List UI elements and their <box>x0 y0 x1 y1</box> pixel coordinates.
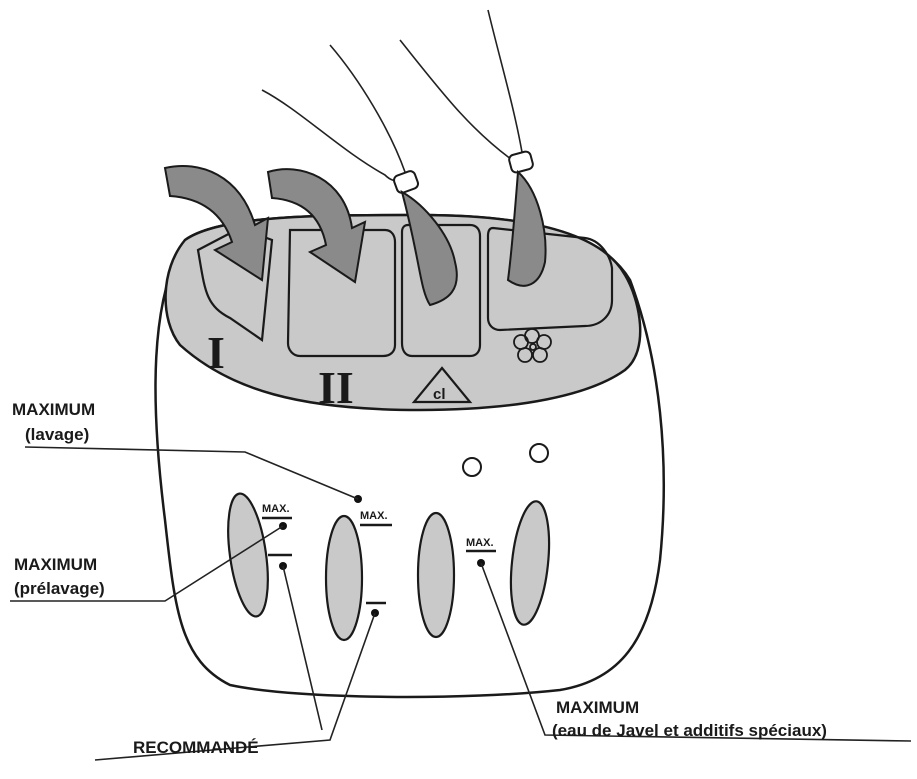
arrow-into-wash-icon <box>266 168 367 284</box>
compartment-label-prewash: I <box>207 327 225 378</box>
bleach-symbol-text: cl <box>433 386 446 403</box>
compartment-bleach <box>400 223 482 358</box>
level-window-prewash <box>227 492 269 618</box>
max-marker-prewash: MAX. <box>262 503 290 515</box>
callout-max-prewash-sub: (prélavage) <box>14 579 105 598</box>
liquid-stream-softener <box>506 169 547 287</box>
compartment-wash <box>286 228 397 358</box>
compartment-label-wash: II <box>318 362 354 413</box>
bleach-triangle-icon: cl <box>411 366 473 404</box>
callout-max-bleach-sub: (eau de Javel et additifs spéciaux) <box>552 721 827 740</box>
max-marker-wash: MAX. <box>360 510 388 522</box>
compartment-softener <box>486 226 614 332</box>
arrow-into-prewash-icon <box>163 164 270 282</box>
leader-line-recommended-a <box>282 565 323 731</box>
drawer-hole-2 <box>529 443 549 463</box>
level-window-bleach <box>416 511 456 639</box>
callout-max-wash-sub: (lavage) <box>25 425 89 444</box>
drawer-hole-1 <box>462 457 482 477</box>
bottle-string-2 <box>399 39 516 163</box>
flower-icon <box>513 328 552 363</box>
callout-max-bleach-title: MAXIMUM <box>556 698 639 717</box>
level-window-softener <box>509 500 551 626</box>
leader-line-bleach-max <box>480 562 912 742</box>
callout-max-prewash-title: MAXIMUM <box>14 555 97 574</box>
level-window-wash <box>324 514 364 642</box>
callout-recommended: RECOMMANDÉ <box>133 738 259 757</box>
liquid-stream-bleach <box>400 189 458 307</box>
bottle-nozzle-1 <box>392 170 420 194</box>
max-marker-bleach: MAX. <box>466 537 494 549</box>
bottle-string-1b <box>329 44 406 173</box>
leader-line-recommended-b <box>94 612 376 761</box>
leader-line-wash-max <box>24 446 359 500</box>
compartment-prewash <box>196 226 274 342</box>
callout-max-wash-title: MAXIMUM <box>12 400 95 419</box>
bottle-nozzle-2 <box>508 150 534 174</box>
bottle-string-1 <box>261 89 403 182</box>
bottle-string-2b <box>487 9 524 159</box>
leader-line-prewash-max <box>10 525 284 602</box>
